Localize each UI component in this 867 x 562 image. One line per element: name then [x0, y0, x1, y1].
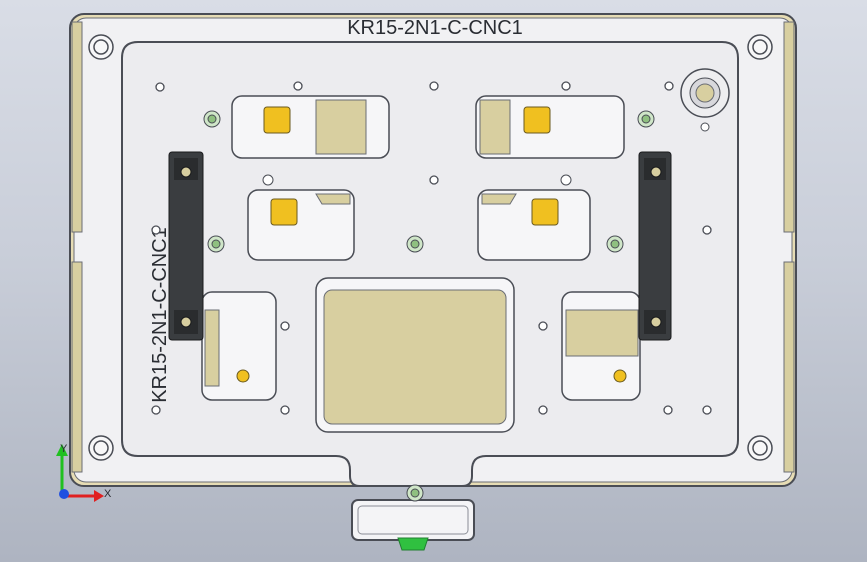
- contact-pad: [263, 106, 291, 134]
- dowel-pin: [203, 110, 221, 128]
- y-axis-label: Y: [60, 443, 68, 455]
- dowel-pin: [406, 235, 424, 253]
- z-axis-dot: [59, 489, 69, 499]
- pocket-middle-right[interactable]: [477, 174, 591, 261]
- x-axis-label: X: [104, 488, 112, 500]
- pocket-upper-left[interactable]: [231, 95, 390, 159]
- contact-pad: [270, 198, 298, 226]
- dowel-pin: [207, 235, 225, 253]
- contact-pad: [523, 106, 551, 134]
- contact-pad: [531, 198, 559, 226]
- clamp-bar-left[interactable]: [168, 151, 204, 341]
- side-engraving: KR15-2N1-C-CNC1: [149, 227, 171, 403]
- pocket-upper-right[interactable]: [475, 95, 625, 159]
- pocket-middle-left[interactable]: [247, 174, 355, 261]
- pocket-lower-left[interactable]: [201, 291, 277, 401]
- locating-bushing[interactable]: [680, 68, 730, 132]
- dowel-pin: [406, 484, 424, 502]
- brass-pin: [236, 369, 250, 383]
- green-locator-tab: [397, 537, 429, 551]
- dowel-pin: [606, 235, 624, 253]
- dowel-pin: [637, 110, 655, 128]
- bottom-tab[interactable]: [351, 499, 475, 551]
- coordinate-triad: Y X: [56, 443, 112, 502]
- screw-holes: [151, 81, 712, 415]
- brass-pin: [613, 369, 627, 383]
- pocket-lower-right[interactable]: [561, 291, 641, 401]
- corner-holes: [88, 34, 773, 461]
- dowel-pins[interactable]: [203, 110, 655, 502]
- top-engraving: KR15-2N1-C-CNC1: [347, 17, 523, 39]
- pocket-center[interactable]: [315, 277, 515, 433]
- clamp-bar-right[interactable]: [638, 151, 672, 341]
